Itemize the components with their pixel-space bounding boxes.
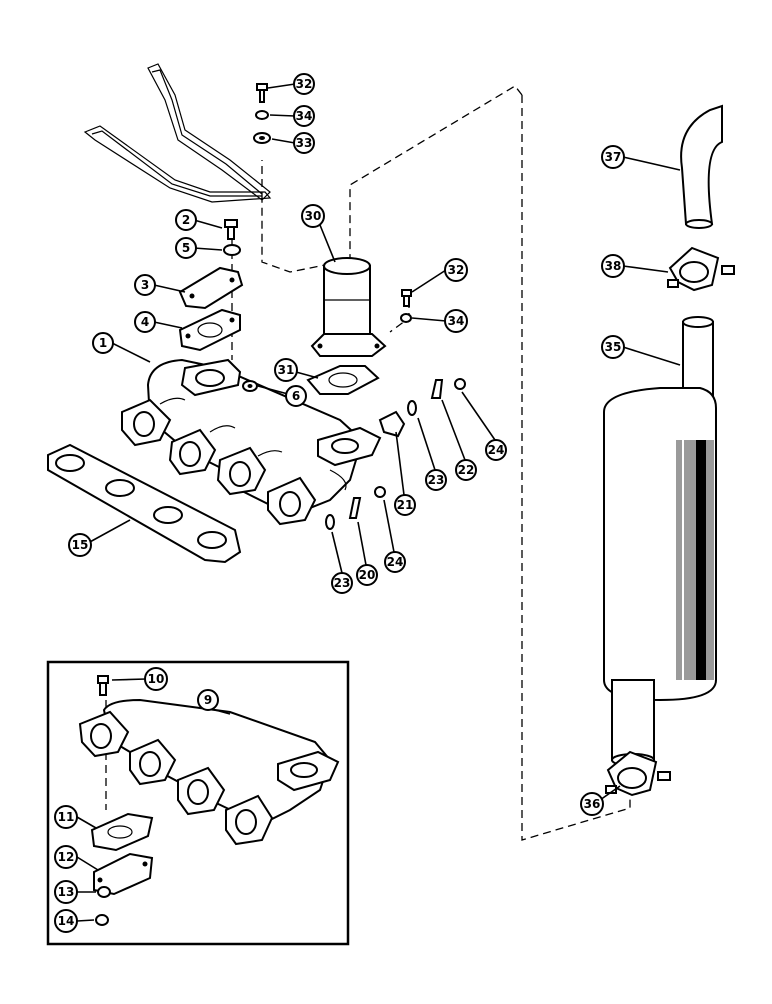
cover-plate-3 (178, 266, 244, 310)
callout-34-mid: 34 (444, 309, 468, 333)
callout-36: 36 (580, 792, 604, 816)
callout-10: 10 (144, 667, 168, 691)
manifold-gasket-15 (47, 443, 242, 564)
callout-34-top: 34 (293, 105, 315, 127)
svg-text:38: 38 (605, 259, 622, 273)
callout-12: 12 (54, 845, 78, 869)
lockwasher-34-mid (400, 313, 412, 323)
svg-text:37: 37 (605, 150, 622, 164)
stud-22 (430, 379, 444, 399)
callout-14: 14 (54, 909, 78, 933)
svg-text:10: 10 (148, 672, 165, 686)
muffler-35 (603, 316, 717, 767)
leader-lines (76, 83, 681, 922)
svg-text:6: 6 (292, 389, 300, 403)
svg-text:12: 12 (58, 850, 75, 864)
nut-24-left (374, 486, 386, 498)
callout-35: 35 (601, 335, 625, 359)
svg-text:36: 36 (584, 797, 601, 811)
exhaust-manifold-9 (78, 698, 340, 846)
gasket-31 (306, 365, 380, 395)
bolt-32-top (256, 83, 268, 103)
svg-text:9: 9 (204, 693, 212, 707)
bolt-10 (97, 675, 109, 684)
adapter-21 (378, 410, 406, 438)
nut-24-right (454, 378, 466, 390)
svg-text:34: 34 (448, 314, 465, 328)
bolt-2 (224, 219, 238, 240)
callout-33: 33 (293, 132, 315, 154)
svg-text:33: 33 (296, 136, 313, 150)
svg-text:23: 23 (428, 473, 445, 487)
callout-3: 3 (134, 274, 156, 296)
callout-24-right: 24 (485, 439, 507, 461)
svg-text:3: 3 (141, 278, 149, 292)
callout-22: 22 (455, 459, 477, 481)
washer-5 (223, 244, 241, 256)
callout-11: 11 (54, 805, 78, 829)
washer-23-right (407, 400, 417, 416)
svg-text:32: 32 (448, 263, 465, 277)
nut-14 (95, 914, 109, 926)
gasket-11 (90, 812, 154, 852)
svg-text:30: 30 (305, 209, 322, 223)
gasket-4 (178, 308, 241, 352)
callout-32-mid: 32 (444, 258, 468, 282)
exhaust-elbow-30 (310, 257, 387, 357)
lockwasher-13 (97, 886, 111, 898)
callout-32-top: 32 (293, 73, 315, 95)
svg-text:34: 34 (296, 109, 313, 123)
callout-21: 21 (394, 494, 416, 516)
callout-30: 30 (301, 204, 325, 228)
callout-31: 31 (274, 358, 298, 382)
clamp-38 (667, 246, 735, 292)
callout-2: 2 (175, 209, 197, 231)
exhaust-pipe-37 (680, 104, 723, 229)
svg-text:2: 2 (182, 213, 190, 227)
stud-20 (348, 497, 362, 519)
washer-23-left (325, 514, 335, 530)
svg-text:20: 20 (359, 568, 376, 582)
svg-text:31: 31 (278, 363, 295, 377)
callout-23-right: 23 (425, 469, 447, 491)
svg-text:4: 4 (141, 315, 149, 329)
clamp-36 (605, 750, 671, 797)
lockwasher-34-top (255, 110, 269, 120)
callout-5: 5 (175, 237, 197, 259)
callout-1: 1 (92, 332, 114, 354)
callout-6: 6 (285, 385, 307, 407)
svg-text:11: 11 (58, 810, 75, 824)
cover-plate-12 (93, 852, 154, 896)
callout-4: 4 (134, 311, 156, 333)
bracket-straps (83, 63, 272, 203)
alternate-manifold-inset (46, 660, 350, 946)
svg-text:13: 13 (58, 885, 75, 899)
svg-text:35: 35 (605, 340, 622, 354)
callout-38: 38 (601, 254, 625, 278)
routing-dashed-line (521, 95, 631, 841)
callout-37: 37 (601, 145, 625, 169)
callout-15: 15 (68, 533, 92, 557)
svg-text:24: 24 (488, 443, 505, 457)
svg-text:14: 14 (58, 914, 75, 928)
callout-13: 13 (54, 880, 78, 904)
callout-20: 20 (356, 564, 378, 586)
svg-text:23: 23 (334, 576, 351, 590)
callout-23-left: 23 (331, 572, 353, 594)
svg-text:21: 21 (397, 498, 414, 512)
svg-text:15: 15 (72, 538, 89, 552)
svg-text:24: 24 (387, 555, 404, 569)
callout-24-left: 24 (384, 551, 406, 573)
svg-text:5: 5 (182, 241, 190, 255)
exhaust-manifold-1 (121, 358, 382, 526)
svg-text:22: 22 (458, 463, 475, 477)
svg-text:32: 32 (296, 77, 313, 91)
svg-text:1: 1 (99, 336, 107, 350)
callout-9: 9 (197, 689, 219, 711)
